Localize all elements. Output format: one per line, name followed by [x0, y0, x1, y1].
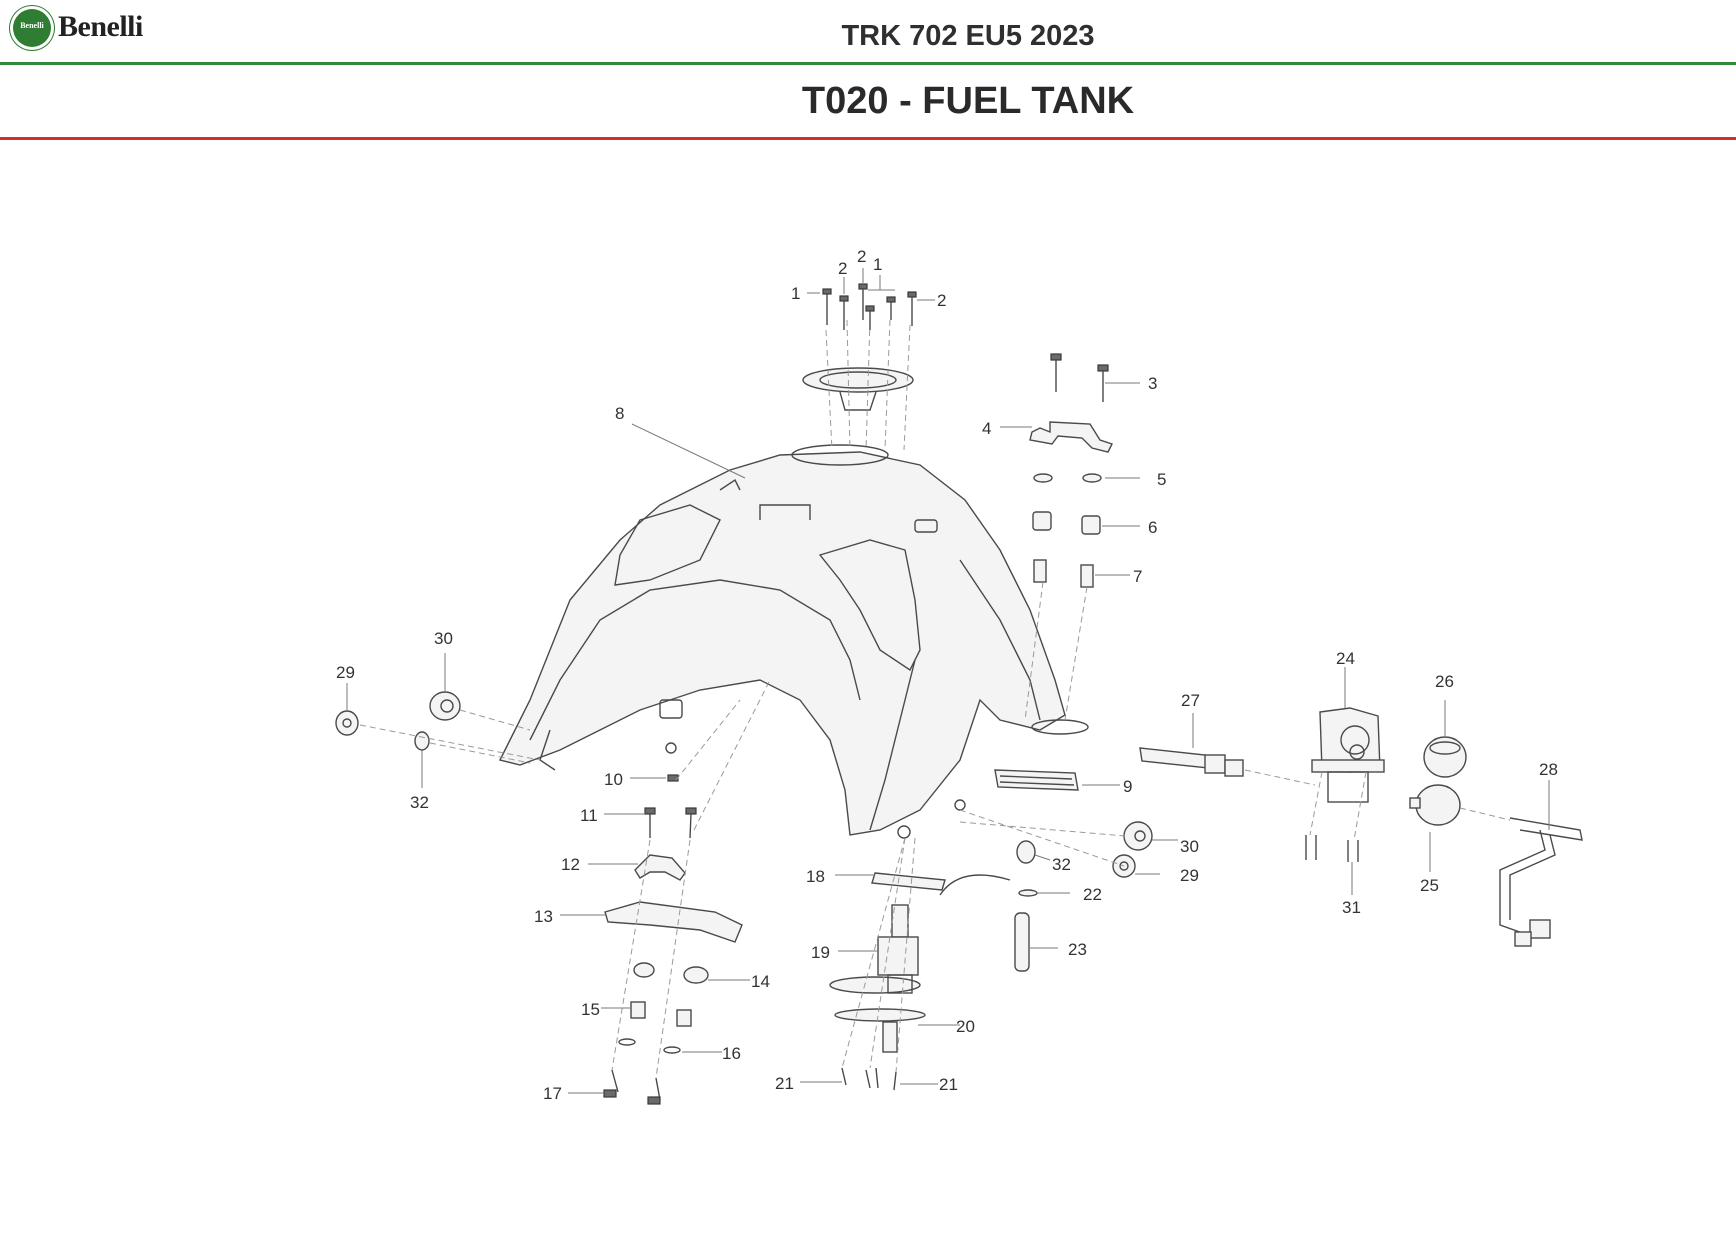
- benelli-logo: Benelli Benelli: [10, 6, 170, 54]
- callout-32a: 32: [410, 793, 429, 812]
- callout-30b: 30: [1180, 837, 1199, 856]
- callout-13: 13: [534, 907, 553, 926]
- red-divider: [0, 137, 1736, 140]
- callout-21b: 21: [939, 1075, 958, 1094]
- callout-27: 27: [1181, 691, 1200, 710]
- callout-12: 12: [561, 855, 580, 874]
- rear-bracket-group: [603, 679, 771, 1105]
- callout-20: 20: [956, 1017, 975, 1036]
- fuel-tank-part: [498, 444, 1089, 839]
- cap-part: [1423, 736, 1467, 778]
- callout-18: 18: [806, 867, 825, 886]
- callout-11: 11: [580, 806, 598, 825]
- callout-2c: 2: [937, 291, 946, 310]
- callout-19: 19: [811, 943, 830, 962]
- callout-21a: 21: [775, 1074, 794, 1093]
- callout-10: 10: [604, 770, 623, 789]
- callout-28: 28: [1539, 760, 1558, 779]
- logo-badge-icon: Benelli: [10, 6, 54, 50]
- callout-3: 3: [1148, 374, 1157, 393]
- callout-7: 7: [1133, 567, 1142, 586]
- left-rear-mount: [335, 691, 541, 764]
- callout-17: 17: [543, 1084, 562, 1103]
- green-divider: [0, 62, 1736, 65]
- callout-15: 15: [581, 1000, 600, 1019]
- front-bracket-group: [1024, 353, 1113, 721]
- callout-8: 8: [615, 404, 624, 423]
- callout-26: 26: [1435, 672, 1454, 691]
- callout-22: 22: [1083, 885, 1102, 904]
- fuel-filter-part: [1409, 784, 1511, 826]
- callout-30a: 30: [434, 629, 453, 648]
- page-header: Benelli Benelli TRK 702 EU5 2023 T020 - …: [0, 0, 1736, 142]
- callout-6: 6: [1148, 518, 1157, 537]
- callout-23: 23: [1068, 940, 1087, 959]
- pump-module-part: [1305, 707, 1385, 862]
- callout-1b: 1: [873, 255, 882, 274]
- callout-24: 24: [1336, 649, 1355, 668]
- callout-25: 25: [1420, 876, 1439, 895]
- logo-badge-text: Benelli: [20, 21, 44, 30]
- top-bolts: [822, 283, 917, 330]
- fuel-pipe-part: [1499, 817, 1583, 947]
- fuel-line-group: [1139, 747, 1316, 786]
- callout-16: 16: [722, 1044, 741, 1063]
- callout-5: 5: [1157, 470, 1166, 489]
- rubber-pad-part: [994, 769, 1079, 791]
- callout-labels: 1 1 2 2 2 3 4 5 6 7 8 9 10 11 12 13 14 1…: [336, 247, 1558, 1103]
- leader-lines: [346, 268, 1550, 1094]
- callout-9: 9: [1123, 777, 1132, 796]
- right-rear-mount: [959, 809, 1153, 878]
- model-title: TRK 702 EU5 2023: [841, 20, 1095, 52]
- brand-name: Benelli: [58, 10, 143, 43]
- callout-32b: 32: [1052, 855, 1071, 874]
- fuel-pump-group: [829, 837, 1038, 1091]
- callout-29a: 29: [336, 663, 355, 682]
- callout-31: 31: [1342, 898, 1361, 917]
- callout-1a: 1: [791, 284, 800, 303]
- callout-4: 4: [982, 419, 991, 438]
- filler-cap-assembly: [802, 319, 914, 451]
- callout-14: 14: [751, 972, 770, 991]
- callout-2a: 2: [838, 259, 847, 278]
- callout-29b: 29: [1180, 866, 1199, 885]
- callout-2b: 2: [857, 247, 866, 266]
- section-title: T020 - FUEL TANK: [801, 80, 1135, 122]
